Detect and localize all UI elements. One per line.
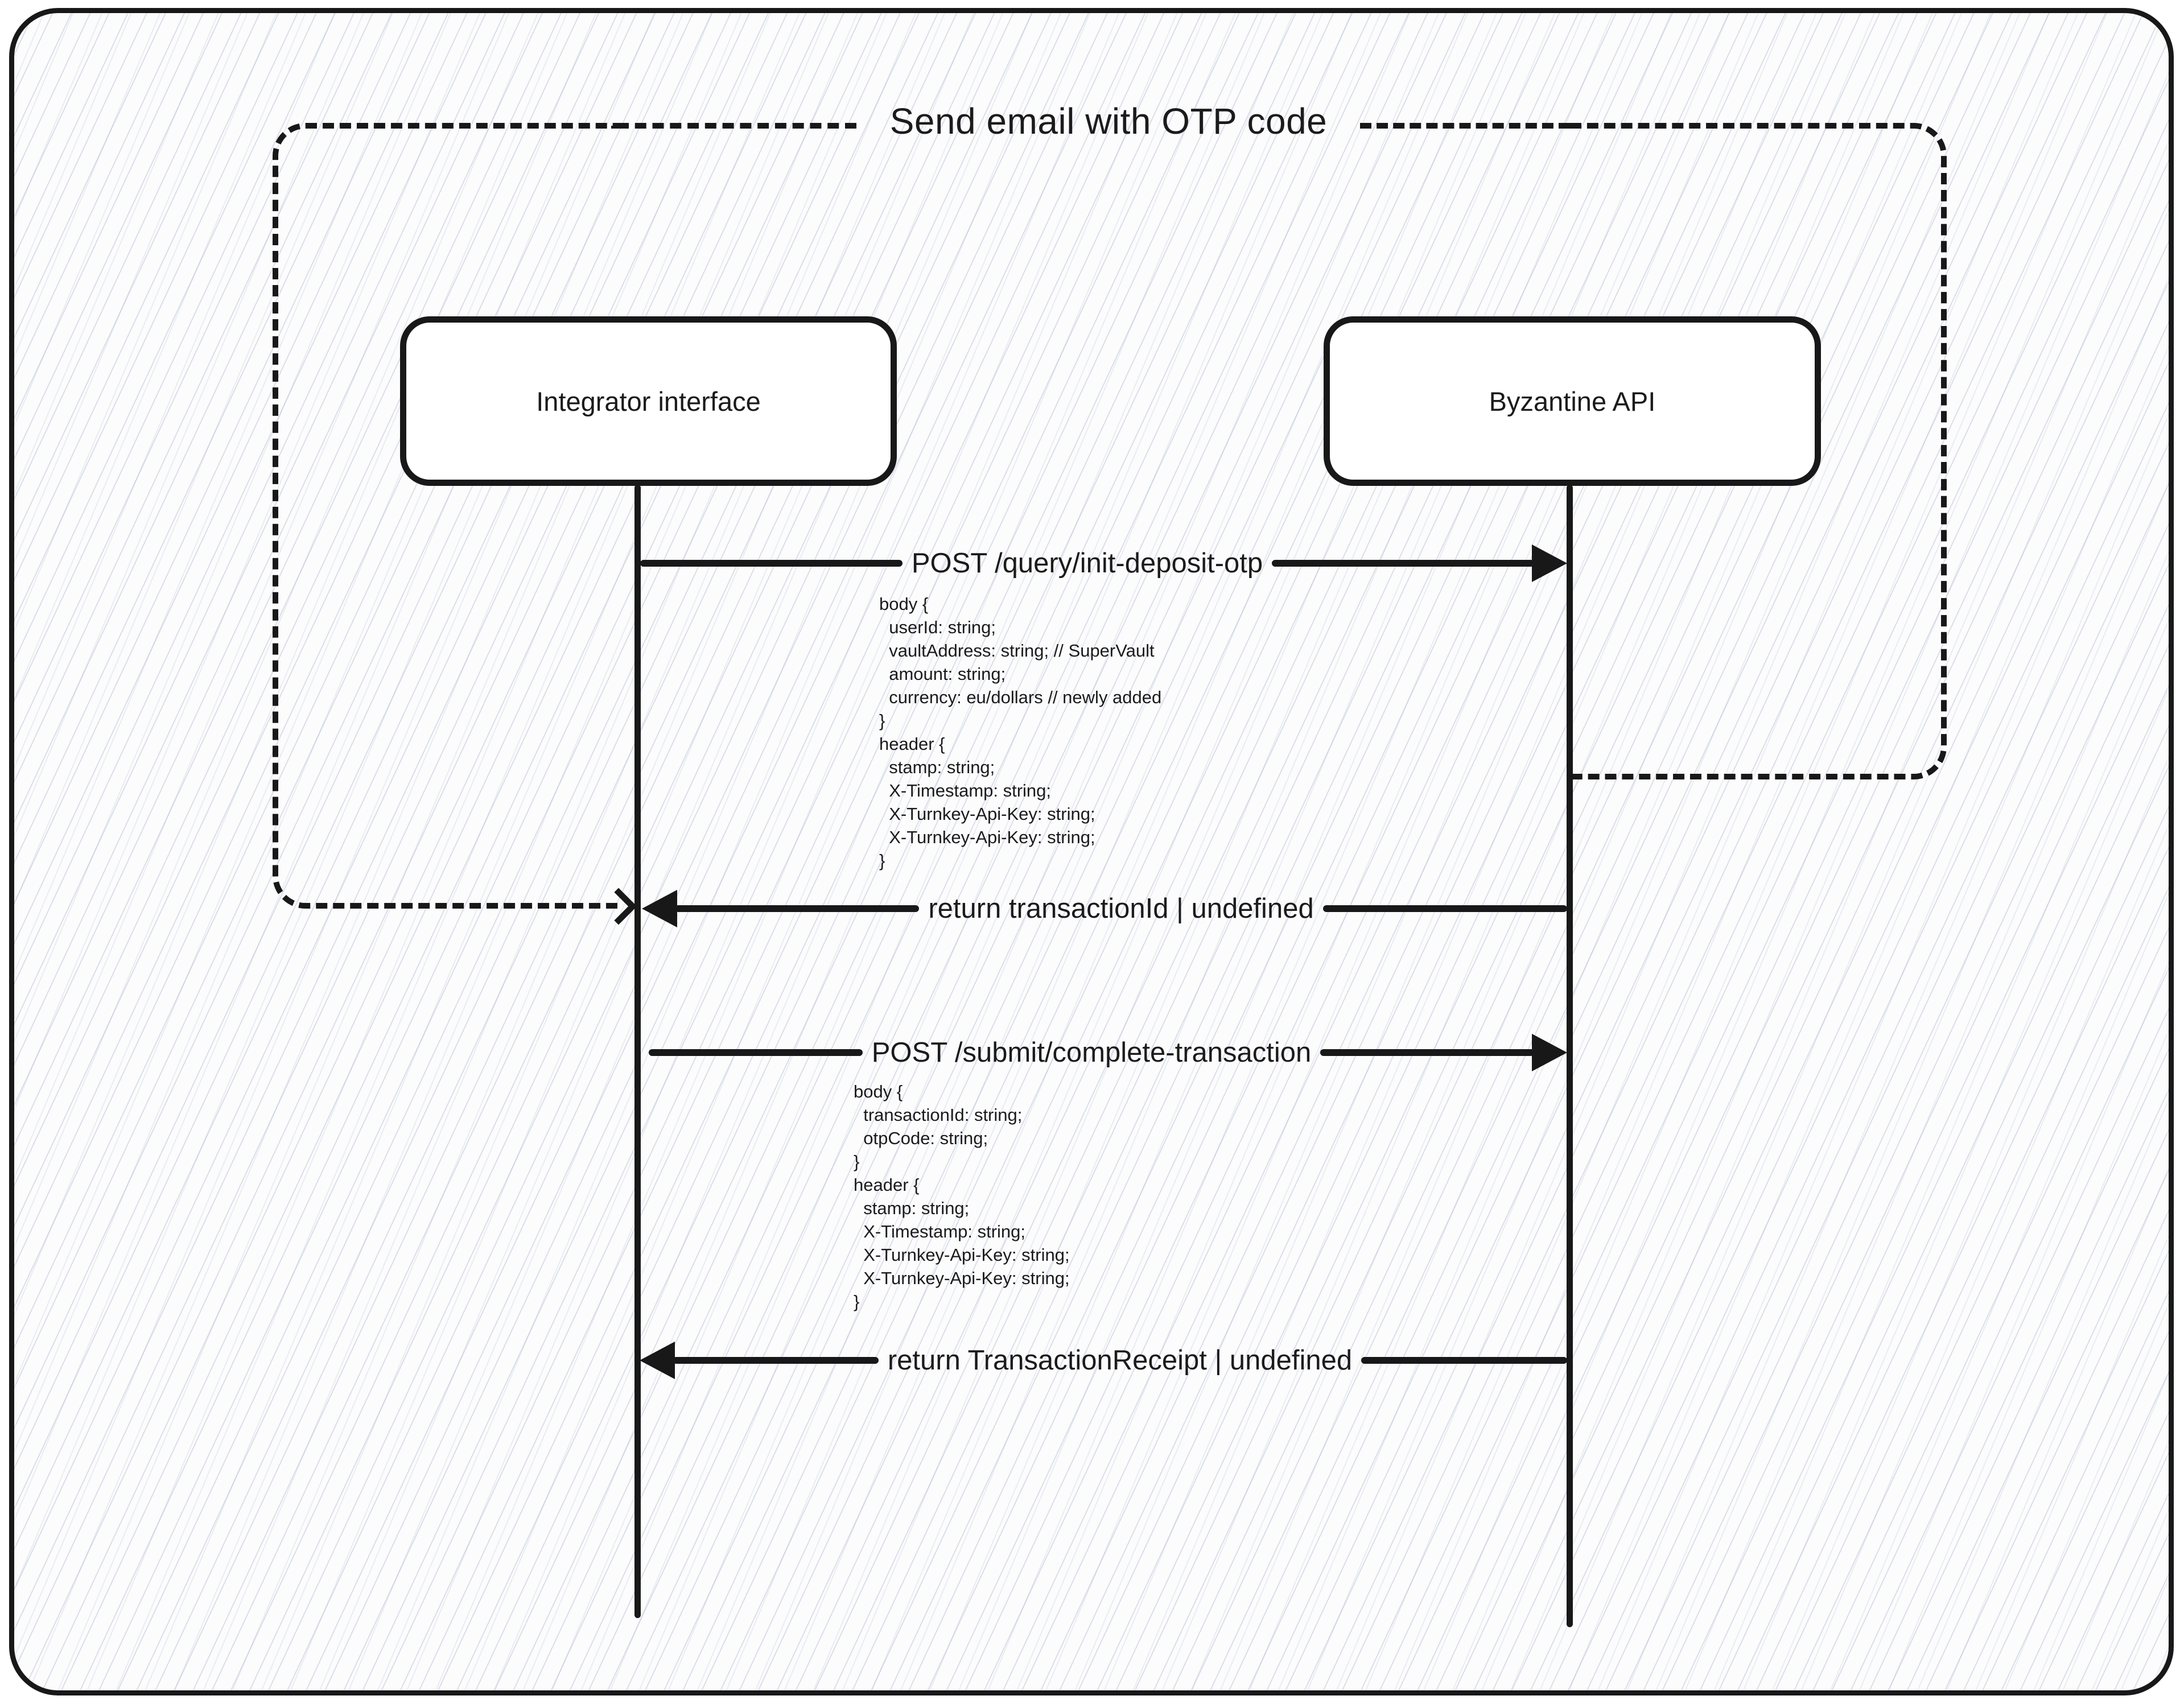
otp-note-path-right [1570, 123, 1947, 779]
message-line [1322, 905, 1568, 912]
canvas-frame [9, 8, 2174, 1695]
message-line [1272, 560, 1534, 567]
message-label: POST /query/init-deposit-otp [911, 548, 1263, 579]
payload-init-deposit-otp: body { userId: string; vaultAddress: str… [879, 594, 1162, 870]
actor-integrator-interface: Integrator interface [400, 316, 897, 486]
actor-byzantine-label: Byzantine API [1489, 386, 1656, 416]
message-complete-transaction: POST /submit/complete-transaction [649, 1033, 1568, 1072]
lifeline-integrator [634, 485, 641, 1618]
message-label: return transactionId | undefined [928, 893, 1314, 924]
message-line [675, 905, 920, 912]
actor-integrator-label: Integrator interface [536, 386, 761, 416]
arrowhead-right-icon [1532, 544, 1567, 582]
message-line [673, 1357, 879, 1364]
arrowhead-right-icon [1532, 1034, 1568, 1071]
otp-note-path-left [273, 123, 617, 909]
arrowhead-left-icon [640, 1342, 675, 1379]
message-return-transaction-receipt: return TransactionReceipt | undefined [640, 1340, 1567, 1380]
actor-byzantine-api: Byzantine API [1324, 316, 1821, 486]
message-line [640, 560, 903, 567]
payload-complete-transaction: body { transactionId: string; otpCode: s… [854, 1082, 1070, 1311]
message-init-deposit-otp: POST /query/init-deposit-otp [640, 543, 1567, 583]
message-line [1361, 1357, 1567, 1364]
message-line [649, 1049, 863, 1056]
otp-note-path-top-left [617, 123, 856, 129]
lifeline-byzantine [1567, 485, 1573, 1627]
message-return-transaction-id: return transactionId | undefined [642, 889, 1568, 929]
arrowhead-left-icon [642, 890, 677, 927]
message-label: return TransactionReceipt | undefined [887, 1345, 1353, 1376]
message-line [1320, 1049, 1535, 1056]
diagram-title: Send email with OTP code [889, 101, 1328, 142]
message-label: POST /submit/complete-transaction [871, 1037, 1312, 1068]
otp-note-path-top-right [1360, 123, 1570, 129]
